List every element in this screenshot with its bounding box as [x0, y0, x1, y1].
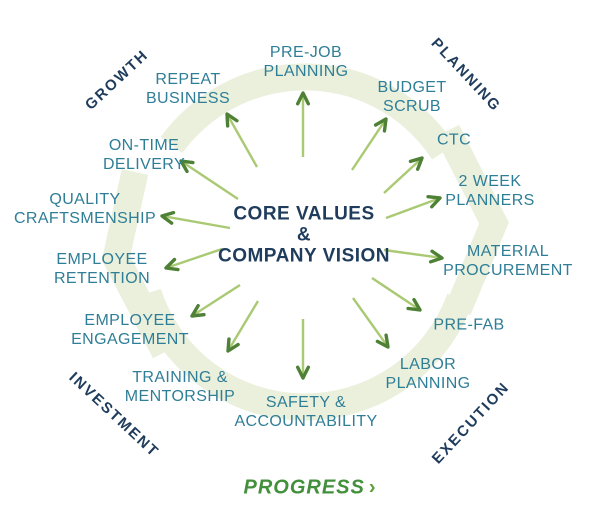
ring-arrowhead-right-icon [434, 124, 509, 316]
progress-chevron-icon: › [368, 476, 377, 499]
spoke-label-ctc: CTC [436, 131, 472, 149]
progress-footer: PROGRESS› [243, 477, 376, 500]
arrow-head-icon-employee-retention [164, 257, 180, 272]
arrow-head-icon-pre-fab [406, 297, 422, 312]
spoke-label-training-mentorship: TRAINING & MENTORSHIP [124, 369, 236, 405]
progress-label: PROGRESS [243, 476, 365, 499]
center-title-line1: CORE VALUES [233, 203, 375, 225]
ring-arc-bottom [135, 288, 473, 421]
center-title-line2: COMPANY VISION [217, 245, 391, 267]
arrow-head-icon-pre-job-planning [295, 91, 311, 106]
arrow-head-icon-two-week-planners [426, 195, 442, 209]
arrow-head-icon-training-mentorship [226, 337, 240, 353]
ring-arc-top [160, 63, 455, 160]
spoke-label-pre-fab: PRE-FAB [433, 316, 505, 334]
spoke-label-repeat-business: REPEAT BUSINESS [145, 71, 231, 107]
arrow-shaft-budget-scrub [351, 119, 386, 171]
arrow-head-icon-safety-accountability [295, 365, 311, 380]
arrow-head-icon-repeat-business [225, 112, 239, 128]
arrow-shaft-quality-craftsmenship [163, 215, 231, 230]
spoke-label-material-procurement: MATERIAL PROCUREMENT [443, 243, 573, 279]
spoke-label-employee-engagement: EMPLOYEE ENGAGEMENT [71, 312, 189, 348]
arrow-head-icon-labor-planning [375, 333, 390, 349]
arrow-head-icon-employee-engagement [190, 303, 206, 318]
arrow-shaft-on-time-delivery [181, 161, 239, 200]
spoke-label-quality-craftsmenship: QUALITY CRAFTSMENSHIP [13, 191, 157, 227]
center-title-amp: & [296, 224, 312, 246]
arrow-shaft-ctc [383, 158, 422, 194]
arrow-shaft-two-week-planners [385, 197, 439, 220]
spoke-label-on-time-delivery: ON-TIME DELIVERY [102, 137, 186, 173]
arrow-shaft-repeat-business [226, 115, 259, 168]
spoke-label-pre-job-planning: PRE-JOB PLANNING [263, 44, 349, 80]
arrow-head-icon-budget-scrub [373, 117, 388, 133]
spoke-label-employee-retention: EMPLOYEE RETENTION [53, 251, 151, 287]
arrow-shaft-labor-planning [352, 297, 388, 347]
arrow-head-icon-material-procurement [428, 249, 444, 264]
radial-arrows [160, 91, 444, 380]
arrow-shaft-pre-fab [371, 277, 420, 310]
spoke-label-two-week-planners: 2 WEEK PLANNERS [445, 173, 535, 209]
arrow-shaft-employee-retention [167, 247, 223, 269]
arrow-head-icon-on-time-delivery [179, 159, 195, 174]
arrow-head-icon-quality-craftsmenship [160, 210, 176, 225]
arrow-head-icon-ctc [408, 156, 424, 171]
spoke-label-budget-scrub: BUDGET SCRUB [377, 79, 447, 115]
center-title: CORE VALUES & COMPANY VISION [218, 204, 390, 267]
arrow-shaft-material-procurement [383, 248, 441, 259]
spoke-label-safety-accountability: SAFETY & ACCOUNTABILITY [234, 394, 378, 430]
spoke-label-labor-planning: LABOR PLANNING [385, 356, 471, 392]
cycle-ring [101, 63, 509, 421]
arrow-shaft-employee-engagement [193, 283, 241, 316]
ring-arrowhead-left-icon [101, 169, 177, 359]
arrow-shaft-training-mentorship [228, 300, 260, 350]
